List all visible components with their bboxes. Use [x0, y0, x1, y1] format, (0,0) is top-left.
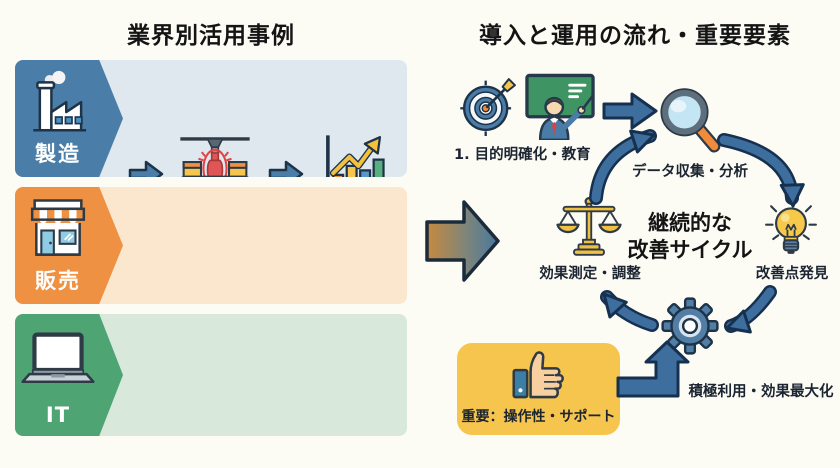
sector-label: IT	[45, 403, 71, 427]
cycle-data-label: データ収集・分析	[632, 164, 748, 180]
row-it: IT プロジェクト進捗 把握	[15, 314, 407, 436]
flow-arrow-icon	[602, 92, 658, 130]
sector-label: 製造	[35, 142, 81, 166]
scales-icon	[556, 197, 622, 256]
sector-chevron-sales: 販売	[15, 187, 123, 304]
training-icon	[525, 73, 595, 140]
conveyor-icon	[180, 137, 250, 177]
cycle-improve-label: 改善点発見	[755, 266, 829, 282]
sector-label: 販売	[35, 269, 81, 293]
cycle-measure-label: 効果測定・調整	[539, 266, 641, 282]
transition-arrow-icon	[425, 200, 500, 282]
laptop-icon	[21, 330, 95, 388]
row-manufacturing: 製造 生産	[15, 60, 407, 177]
thumbs-up-icon	[507, 348, 571, 404]
lightbulb-icon	[765, 205, 817, 254]
important-label: 重要：操作性・サポート	[461, 409, 616, 425]
right-section-title: 導入と運用の流れ・重要要素	[479, 23, 791, 49]
left-section-title: 業界別活用事例	[127, 23, 295, 49]
bar-chart-growth-icon	[326, 135, 385, 177]
sector-chevron-manufacturing: 製造	[15, 60, 123, 177]
target-icon	[460, 78, 516, 136]
flow-arrow-icon	[268, 160, 304, 177]
row-sales: 販売	[15, 187, 407, 304]
factory-icon	[25, 69, 91, 137]
magnifier-icon	[660, 88, 721, 153]
cycle-center-label: 継続的な 改善サイクル	[627, 211, 753, 262]
flow-arrow-icon	[128, 160, 164, 177]
storefront-icon	[23, 196, 93, 260]
gear-icon	[661, 297, 719, 355]
cycle-step1-label: 1. 目的明確化・教育	[454, 147, 591, 163]
sector-chevron-it: IT	[15, 314, 123, 436]
cycle-use-label: 積極利用・効果最大化	[688, 384, 834, 400]
important-box: 重要：操作性・サポート	[457, 343, 620, 435]
